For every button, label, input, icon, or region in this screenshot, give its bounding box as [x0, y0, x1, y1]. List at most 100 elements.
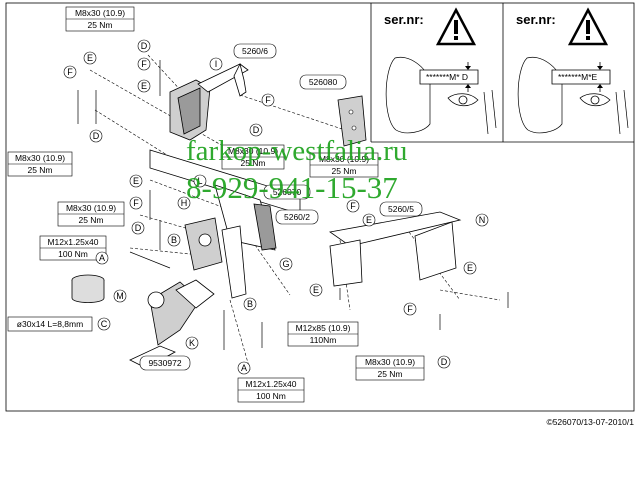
bolt-spec-center-hidden: M8x30 (10.9) 25 Nm	[221, 144, 285, 170]
bolt-size: M8x30 (10.9)	[228, 146, 278, 156]
callout-l: L	[193, 174, 207, 188]
part-number-9530972: 9530972	[139, 355, 191, 371]
callout-g: G	[279, 257, 293, 271]
serial-panel-title: ser.nr:	[516, 12, 556, 27]
svg-text:G: G	[282, 259, 289, 269]
callout-i: I	[209, 57, 223, 71]
callout-k: K	[185, 336, 199, 350]
callout-e: E	[137, 79, 151, 93]
bolt-spec-center-right: M8x30 (10.9) 25 Nm	[309, 152, 379, 178]
bolt-size: M8x30 (10.9)	[365, 357, 415, 367]
part-number-5260-6: 5260/6	[233, 43, 277, 59]
serial-panel-d: ser.nr: *******M* D	[384, 7, 497, 135]
part-number-526070: 526070	[263, 184, 311, 200]
svg-text:H: H	[181, 198, 188, 208]
watermark-phone: 8-929-941-15-37	[186, 170, 398, 205]
bolt-size: M8x30 (10.9)	[75, 8, 125, 18]
bolt-torque: 25 Nm	[377, 369, 402, 379]
svg-text:B: B	[171, 235, 177, 245]
bolt-spec-left-upper: M8x30 (10.9) 25 Nm	[7, 151, 73, 177]
callout-letters: D F E E F D I F D E F D H B A M C K L G …	[63, 39, 489, 375]
bolt-torque: 25 Nm	[27, 165, 52, 175]
callout-m: M	[113, 289, 127, 303]
bolt-spec-bottom-m12: M12x1.25x40 100 Nm	[237, 377, 305, 403]
svg-text:E: E	[133, 176, 139, 186]
callout-d: D	[137, 39, 151, 53]
callout-e: E	[309, 283, 323, 297]
serial-panel-title: ser.nr:	[384, 12, 424, 27]
part-number-text: 5260/2	[284, 212, 310, 222]
svg-text:D: D	[441, 357, 448, 367]
serial-plate-drawing	[385, 56, 497, 135]
bolt-torque: 25 Nm	[331, 166, 356, 176]
callout-h: H	[177, 196, 191, 210]
callout-d: D	[89, 129, 103, 143]
svg-text:I: I	[215, 59, 218, 69]
bolt-size: M8x30 (10.9)	[66, 203, 116, 213]
exploded-view-parts	[71, 54, 509, 371]
ball-spec-text: ø30x14 L=8,8mm	[17, 319, 83, 329]
callout-c: C	[97, 317, 111, 331]
serial-panel-e: ser.nr: *******M*E	[516, 7, 629, 135]
svg-text:B: B	[247, 299, 253, 309]
callout-f: F	[63, 65, 77, 79]
svg-text:E: E	[366, 215, 372, 225]
svg-text:E: E	[141, 81, 147, 91]
bolt-size: M8x30 (10.9)	[15, 153, 65, 163]
callout-e: E	[129, 174, 143, 188]
svg-text:C: C	[101, 319, 108, 329]
svg-text:E: E	[467, 263, 473, 273]
svg-text:N: N	[479, 215, 486, 225]
bolt-size: M12x1.25x40	[245, 379, 296, 389]
svg-text:K: K	[189, 338, 195, 348]
bolt-spec-m12x85: M12x85 (10.9) 110Nm	[287, 321, 359, 347]
bolt-torque: 25 Nm	[240, 158, 265, 168]
callout-f: F	[346, 199, 360, 213]
serial-code: *******M*E	[558, 72, 598, 82]
svg-text:A: A	[241, 363, 247, 373]
part-number-5260-2: 5260/2	[275, 209, 319, 225]
callout-b: B	[167, 233, 181, 247]
serial-plate-drawing	[517, 56, 629, 135]
part-number-text: 526080	[309, 77, 338, 87]
svg-text:F: F	[141, 59, 147, 69]
part-number-text: 5260/5	[388, 204, 414, 214]
callout-e: E	[83, 51, 97, 65]
callout-f: F	[129, 196, 143, 210]
warning-icon	[435, 7, 477, 46]
svg-text:F: F	[67, 67, 73, 77]
watermark-site: farkop-westfalia.ru	[186, 135, 407, 167]
part-number-text: 5260/6	[242, 46, 268, 56]
bolt-size: M8x30 (10.9)	[319, 154, 369, 164]
part-number-5260-5: 5260/5	[379, 201, 423, 217]
part-number-526080: 526080	[299, 74, 347, 90]
svg-text:D: D	[93, 131, 100, 141]
bolt-torque: 25 Nm	[87, 20, 112, 30]
svg-text:D: D	[135, 223, 142, 233]
callout-d: D	[131, 221, 145, 235]
svg-text:D: D	[141, 41, 148, 51]
bolt-torque: 100 Nm	[256, 391, 286, 401]
callout-a: A	[95, 251, 109, 265]
bolt-torque: 25 Nm	[78, 215, 103, 225]
svg-text:F: F	[350, 201, 356, 211]
callout-n: N	[475, 213, 489, 227]
callout-f: F	[137, 57, 151, 71]
part-number-text: 526070	[273, 187, 302, 197]
bolt-size: M12x1.25x40	[47, 237, 98, 247]
bolt-spec-left-m12: M12x1.25x40 100 Nm	[39, 235, 107, 261]
callout-d: D	[437, 355, 451, 369]
bolt-spec-bottom-right: M8x30 (10.9) 25 Nm	[355, 355, 425, 381]
svg-text:E: E	[313, 285, 319, 295]
svg-text:M: M	[116, 291, 124, 301]
svg-text:D: D	[253, 125, 260, 135]
bolt-torque: 110Nm	[310, 335, 337, 345]
svg-text:A: A	[99, 253, 105, 263]
ball-spec: ø30x14 L=8,8mm	[7, 316, 93, 332]
callout-a: A	[237, 361, 251, 375]
svg-text:F: F	[407, 304, 413, 314]
bolt-size: M12x85 (10.9)	[296, 323, 351, 333]
bolt-torque: 100 Nm	[58, 249, 88, 259]
